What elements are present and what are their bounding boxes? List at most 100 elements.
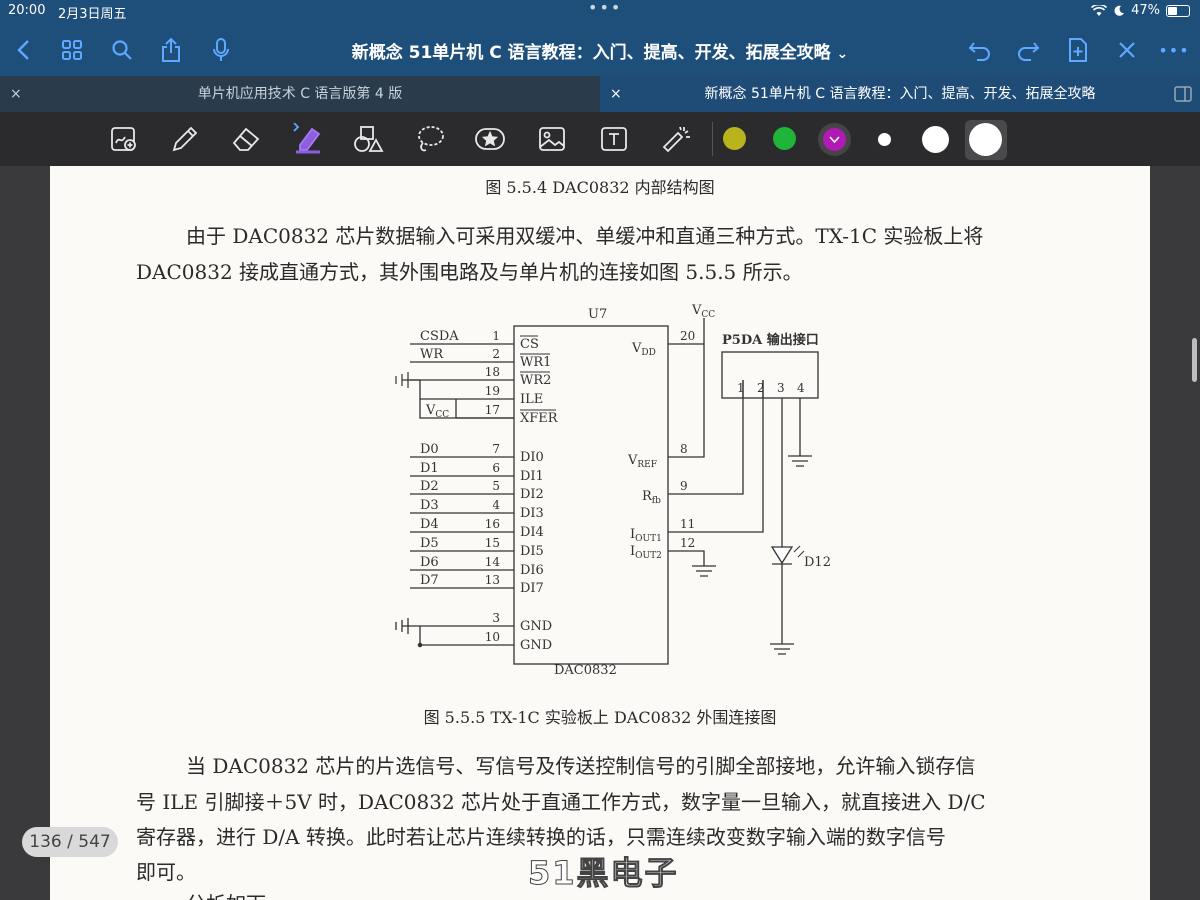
pin-number: 1 <box>492 329 500 343</box>
redo-icon[interactable] <box>1014 36 1042 64</box>
paragraph-2-line-4: 即可。 <box>136 860 196 884</box>
search-icon[interactable] <box>108 36 136 64</box>
pin-number: 5 <box>492 479 500 493</box>
led-label: D12 <box>804 555 831 570</box>
more-icon[interactable]: ••• <box>1158 40 1190 60</box>
scroll-indicator[interactable] <box>1192 338 1197 382</box>
wifi-icon <box>1091 4 1108 16</box>
pin-number: 12 <box>680 536 695 550</box>
battery-percent: 47% <box>1131 3 1160 18</box>
pin-di5: DI5 <box>520 544 544 559</box>
connector-pin: 2 <box>757 381 765 395</box>
tab-close-icon[interactable]: × <box>610 86 622 102</box>
nav-bar: 新概念 51单片机 C 语言教程：入门、提高、开发、拓展全攻略 ⌄ ••• <box>0 24 1200 76</box>
label-d5: D5 <box>420 536 439 551</box>
pin-di3: DI3 <box>520 506 544 521</box>
pin-vref: VREF <box>627 453 657 470</box>
image-icon[interactable] <box>536 123 568 155</box>
label-d1: D1 <box>420 461 439 476</box>
connector-label: P5DA 输出接口 <box>722 332 819 348</box>
zoom-window-icon[interactable] <box>108 123 140 155</box>
pin-di7: DI7 <box>520 581 544 596</box>
chip-body <box>513 325 669 665</box>
document-title-text: 新概念 51单片机 C 语言教程：入门、提高、开发、拓展全攻略 <box>351 43 831 63</box>
status-date: 2月3日周五 <box>58 7 127 22</box>
tab-bar: × 单片机应用技术 C 语言版第 4 版 × 新概念 51单片机 C 语言教程：… <box>0 76 1200 112</box>
microphone-icon[interactable] <box>207 36 235 64</box>
share-icon[interactable] <box>157 36 185 64</box>
label-d6: D6 <box>420 555 439 570</box>
chevron-down-icon <box>829 136 840 144</box>
shapes-icon[interactable] <box>352 123 384 155</box>
split-view-icon[interactable] <box>1174 86 1192 102</box>
pin-iout1: IOUT1 <box>630 527 662 544</box>
status-bar: 20:00 2月3日周五 ••• 47% <box>0 0 1200 24</box>
stroke-size-medium[interactable] <box>922 126 949 153</box>
label-vcc-top: VCC <box>691 304 715 320</box>
text-box-icon[interactable] <box>598 123 630 155</box>
pen-icon[interactable] <box>168 123 200 155</box>
pin-number: 19 <box>485 384 500 398</box>
label-d2: D2 <box>420 479 439 494</box>
page-counter[interactable]: 136 / 547 <box>22 827 118 857</box>
pin-number: 14 <box>485 555 501 569</box>
status-right: 47% <box>1091 3 1190 18</box>
highlighter-icon[interactable] <box>292 123 324 155</box>
pin-number: 3 <box>492 611 500 625</box>
moon-icon <box>1114 5 1125 16</box>
chip-ref: U7 <box>588 307 607 322</box>
grid-icon[interactable] <box>58 36 86 64</box>
connector-pin: 3 <box>777 381 785 395</box>
label-d4: D4 <box>420 517 439 532</box>
color-swatch-green[interactable] <box>773 127 796 150</box>
tab-close-icon[interactable]: × <box>10 86 22 102</box>
pin-gnd: GND <box>520 619 552 634</box>
pin-number: 4 <box>492 498 500 512</box>
pin-number: 8 <box>680 442 688 456</box>
status-time: 20:00 <box>8 3 46 18</box>
stroke-size-large-selected[interactable] <box>965 120 1007 160</box>
paragraph-2-line-3: 寄存器，进行 D/A 转换。此时若让芯片连续转换的话，只需连续改变数字输入端的数… <box>136 825 946 849</box>
sticker-icon[interactable] <box>474 123 506 155</box>
pin-iout2: IOUT2 <box>630 544 662 561</box>
lasso-icon[interactable] <box>414 123 446 155</box>
annotation-toolbar <box>0 112 1200 166</box>
add-page-icon[interactable] <box>1064 36 1092 64</box>
document-title[interactable]: 新概念 51单片机 C 语言教程：入门、提高、开发、拓展全攻略 ⌄ <box>0 38 1200 63</box>
pin-di2: DI2 <box>520 487 544 502</box>
tab-label: 新概念 51单片机 C 语言教程：入门、提高、开发、拓展全攻略 <box>704 86 1096 102</box>
paragraph-1-line-1: 由于 DAC0832 芯片数据输入可采用双缓冲、单缓冲和直通三种方式。TX-1C… <box>186 224 984 248</box>
pin-wr2: WR2 <box>520 373 551 388</box>
laser-pointer-icon[interactable] <box>660 123 692 155</box>
battery-icon <box>1166 4 1190 17</box>
back-icon[interactable] <box>10 36 38 64</box>
pin-di4: DI4 <box>520 525 544 540</box>
pin-number: 7 <box>492 442 500 456</box>
close-icon[interactable] <box>1113 36 1141 64</box>
tab-document-1[interactable]: × 单片机应用技术 C 语言版第 4 版 <box>0 76 600 112</box>
pin-di0: DI0 <box>520 450 544 465</box>
connector-box <box>721 351 819 399</box>
multitasking-dots[interactable]: ••• <box>588 0 623 17</box>
figure-caption-top: 图 5.5.4 DAC0832 内部结构图 <box>485 178 715 197</box>
pin-di6: DI6 <box>520 563 544 578</box>
connector-pin: 4 <box>797 381 805 395</box>
eraser-icon[interactable] <box>230 123 262 155</box>
pin-vdd: VDD <box>631 341 656 358</box>
tab-label: 单片机应用技术 C 语言版第 4 版 <box>197 86 403 102</box>
chevron-down-icon: ⌄ <box>836 46 849 62</box>
color-swatch-yellow[interactable] <box>723 127 746 150</box>
paragraph-2-line-2: 号 ILE 引脚接＋5V 时，DAC0832 芯片处于直通工作方式，数字量一旦输… <box>136 790 986 814</box>
pin-number: 17 <box>485 403 500 417</box>
pin-xfer: XFER <box>520 411 559 426</box>
label-d0: D0 <box>420 442 439 457</box>
paragraph-2-line-1: 当 DAC0832 芯片的片选信号、写信号及传送控制信号的引脚全部接地，允许输入… <box>186 754 976 778</box>
watermark: 51黑电子 <box>528 854 679 893</box>
color-swatch-purple-selected[interactable] <box>818 123 851 156</box>
pin-cs: CS <box>520 337 539 352</box>
toolbar-divider <box>712 122 713 156</box>
stroke-size-small[interactable] <box>878 133 891 146</box>
tab-document-2[interactable]: × 新概念 51单片机 C 语言教程：入门、提高、开发、拓展全攻略 <box>600 76 1200 112</box>
pdf-page[interactable]: 图 5.5.4 DAC0832 内部结构图 由于 DAC0832 芯片数据输入可… <box>50 166 1150 900</box>
undo-icon[interactable] <box>966 36 994 64</box>
